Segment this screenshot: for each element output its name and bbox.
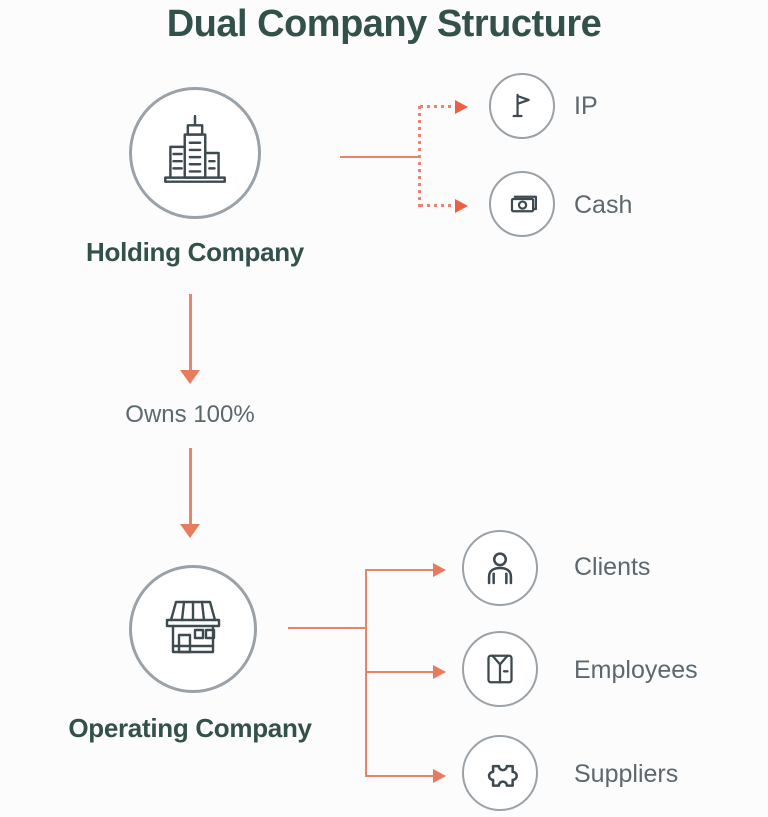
holding-company-label: Holding Company	[86, 237, 304, 267]
flag-icon	[512, 93, 530, 118]
clients-node	[462, 530, 538, 606]
cash-node	[489, 171, 555, 237]
connector-to-employees	[366, 671, 434, 673]
connector-holding-fork	[418, 106, 421, 207]
banknotes-icon	[510, 195, 537, 213]
suppliers-node	[462, 735, 538, 811]
operating-company-label: Operating Company	[68, 713, 312, 743]
arrowhead-to-employees	[433, 665, 446, 679]
suppliers-label: Suppliers	[574, 760, 679, 788]
ip-node	[489, 73, 555, 139]
connector-ownership-lower	[189, 448, 192, 524]
arrowhead-to-clients	[433, 563, 446, 577]
operating-company-node	[129, 565, 257, 693]
cash-label: Cash	[574, 191, 633, 219]
connector-operating-stub	[288, 627, 366, 629]
connector-to-ip	[420, 105, 456, 108]
connector-operating-fork	[365, 569, 367, 777]
person-icon	[487, 552, 513, 585]
connector-to-clients	[366, 569, 434, 571]
connector-ownership-upper	[189, 294, 192, 370]
arrowhead-to-suppliers	[433, 769, 446, 783]
connector-holding-stub	[340, 156, 420, 158]
holding-company-node	[129, 87, 261, 219]
clients-label: Clients	[574, 553, 651, 581]
puzzle-piece-icon	[487, 764, 518, 787]
office-building-icon	[164, 114, 226, 183]
diagram-title: Dual Company Structure	[166, 3, 602, 45]
arrowhead-to-ip	[455, 100, 468, 114]
arrowhead-ownership-lower	[180, 524, 200, 538]
storefront-icon	[165, 600, 221, 654]
arrowhead-ownership-upper	[180, 370, 200, 384]
employees-node	[462, 631, 538, 707]
arrowhead-to-cash	[455, 199, 468, 213]
connector-to-suppliers	[366, 775, 434, 777]
connector-to-cash	[420, 204, 456, 207]
employees-label: Employees	[574, 656, 698, 684]
ip-label: IP	[574, 92, 598, 120]
ownership-label: Owns 100%	[125, 401, 255, 428]
shirt-icon	[487, 654, 513, 684]
